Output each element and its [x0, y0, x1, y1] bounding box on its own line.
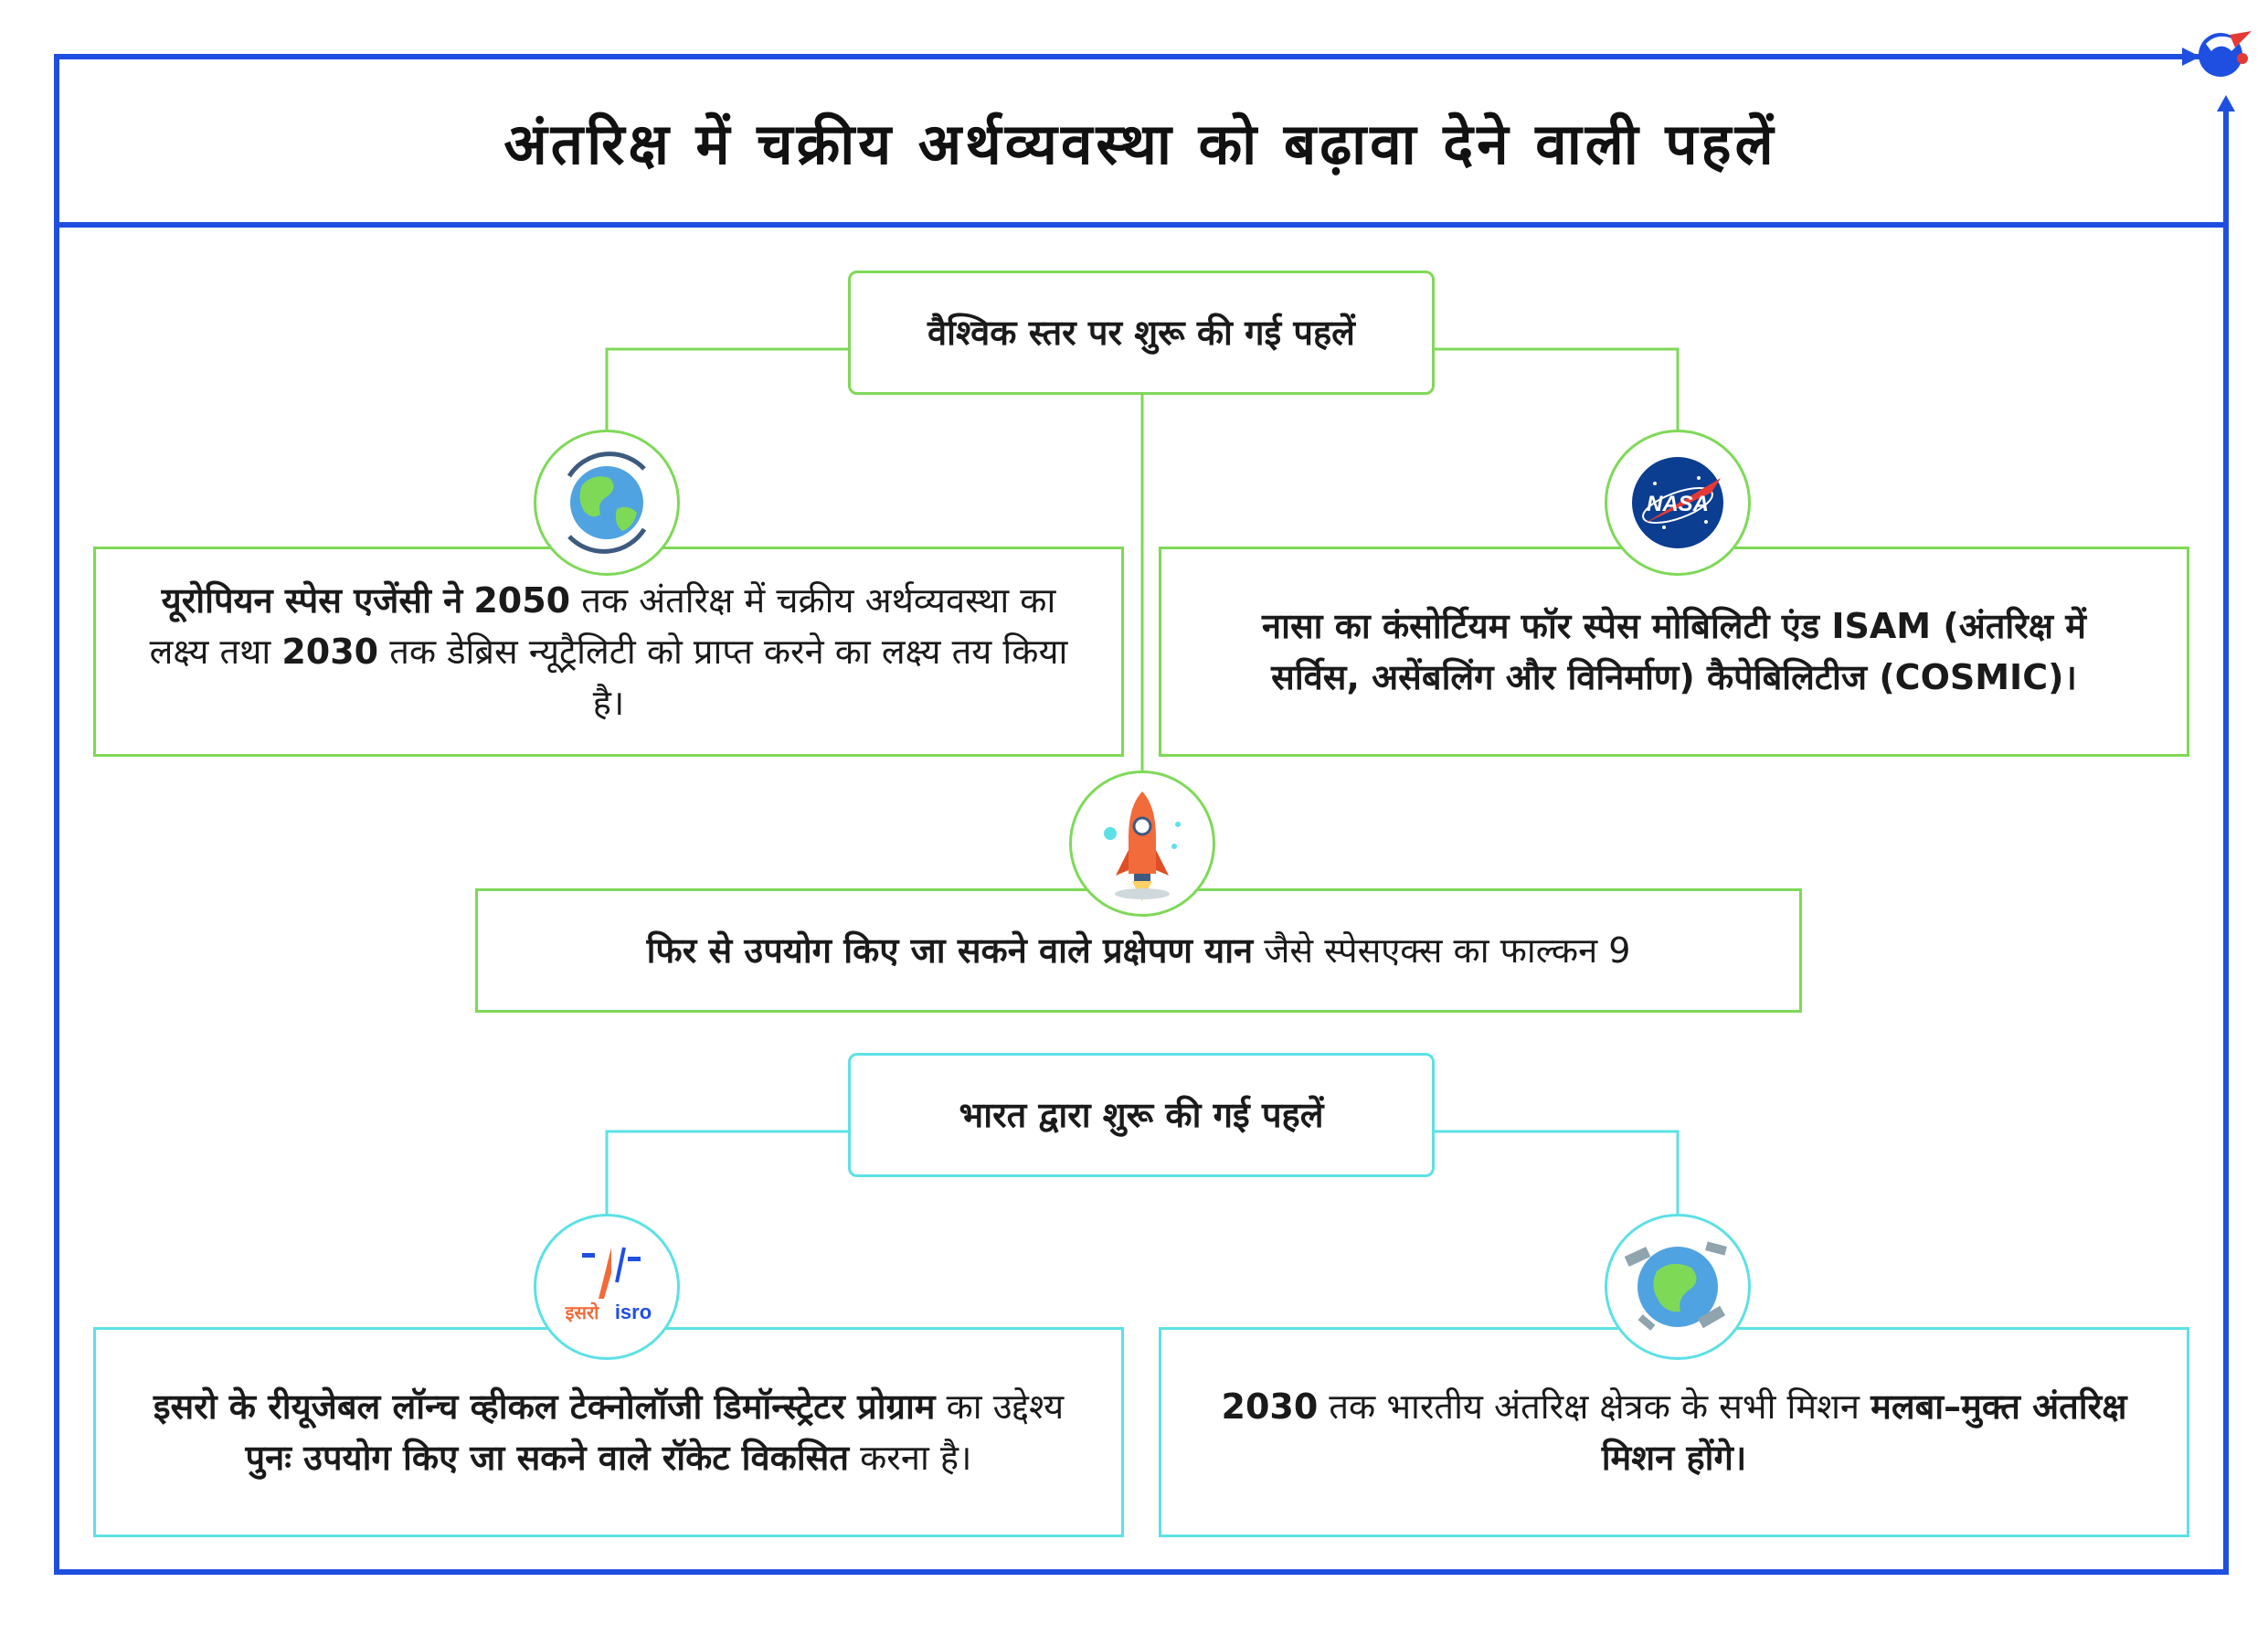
brand-logo [2199, 31, 2252, 77]
isro-initiative-box: इसरो के रीयूजेबल लॉन्च व्हीकल टेक्नोलॉजी… [93, 1327, 1124, 1537]
esa-agency: यूरोपियन स्पेस एजेंसी ने [161, 580, 463, 621]
isro-program: इसरो के रीयूजेबल लॉन्च व्हीकल टेक्नोलॉजी… [153, 1386, 936, 1427]
isro-text-2: करना है। [860, 1438, 972, 1478]
debris-free-text: 2030 तक भारतीय अंतरिक्ष क्षेत्रक के सभी … [1161, 1381, 2187, 1483]
esa-year-2030: 2030 [281, 632, 379, 672]
isro-logo: इसरो isro [534, 1214, 680, 1360]
debris-year-2030: 2030 [1221, 1386, 1319, 1427]
nasa-logo: NASA [1605, 430, 1751, 576]
esa-initiative-text: यूरोपियन स्पेस एजेंसी ने 2050 तक अंतरिक्… [96, 575, 1121, 728]
isro-initiative-text: इसरो के रीयूजेबल लॉन्च व्हीकल टेक्नोलॉजी… [96, 1381, 1121, 1483]
nasa-logo-text: NASA [1647, 492, 1709, 516]
nasa-initiative-box: नासा का कंसोर्टियम फॉर स्पेस मोबिलिटी एं… [1159, 547, 2189, 757]
frame-border [54, 54, 2229, 1575]
page-title: अंतरिक्ष में चक्रीय अर्थव्यवस्था को बढ़ा… [503, 111, 1777, 177]
right-arrowhead [2217, 95, 2235, 112]
connector-global-left [605, 347, 848, 430]
isro-objective: पुनः उपयोग किए जा सकने वाले रॉकेट विकसित [245, 1438, 850, 1478]
connector-india-left [605, 1130, 848, 1214]
india-header-text: भारत द्वारा शुरू की गई पहलें [959, 1095, 1324, 1135]
esa-initiative-box: यूरोपियन स्पेस एजेंसी ने 2050 तक अंतरिक्… [93, 547, 1124, 757]
connector-global-right [1433, 347, 1680, 430]
reusable-launch-bold: फिर से उपयोग किए जा सकने वाले प्रक्षेपण … [646, 930, 1254, 971]
isro-logo-english: isro [615, 1301, 652, 1323]
debris-free-mission: मलबा–मुक्त अंतरिक्ष मिशन होंगे। [1601, 1386, 2127, 1478]
esa-text-2: तक डेब्रिस न्यूट्रैलिटी को प्राप्त करने … [389, 632, 1068, 723]
isro-text-1: का उद्देश्य [946, 1386, 1065, 1427]
esa-year-2050: 2050 [473, 580, 571, 621]
isro-logo-hindi: इसरो [565, 1301, 600, 1323]
reusable-launch-example: जैसे स्पेसएक्स का फाल्कन 9 [1264, 930, 1631, 971]
nasa-initiative-text: नासा का कंसोर्टियम फॉर स्पेस मोबिलिटी एं… [1262, 606, 2086, 697]
debris-text: तक भारतीय अंतरिक्ष क्षेत्रक के सभी मिशन [1329, 1386, 1860, 1427]
global-header-text: वैश्विक स्तर पर शुरू की गई पहलें [927, 313, 1355, 353]
esa-text-1: तक अंतरिक्ष में चक्रीय अर्थव्यवस्था का ल… [149, 580, 1056, 672]
debris-free-box: 2030 तक भारतीय अंतरिक्ष क्षेत्रक के सभी … [1159, 1327, 2189, 1537]
reusable-launch-text: फिर से उपयोग किए जा सकने वाले प्रक्षेपण … [596, 925, 1682, 976]
earth-icon [534, 430, 680, 576]
india-initiatives-header: भारत द्वारा शुरू की गई पहलें [848, 1053, 1435, 1177]
global-initiatives-header: वैश्विक स्तर पर शुरू की गई पहलें [848, 271, 1435, 395]
rocket-icon [1069, 770, 1215, 917]
space-debris-icon [1605, 1214, 1751, 1360]
connector-india-right [1433, 1130, 1680, 1214]
top-arrowhead [2182, 48, 2200, 66]
